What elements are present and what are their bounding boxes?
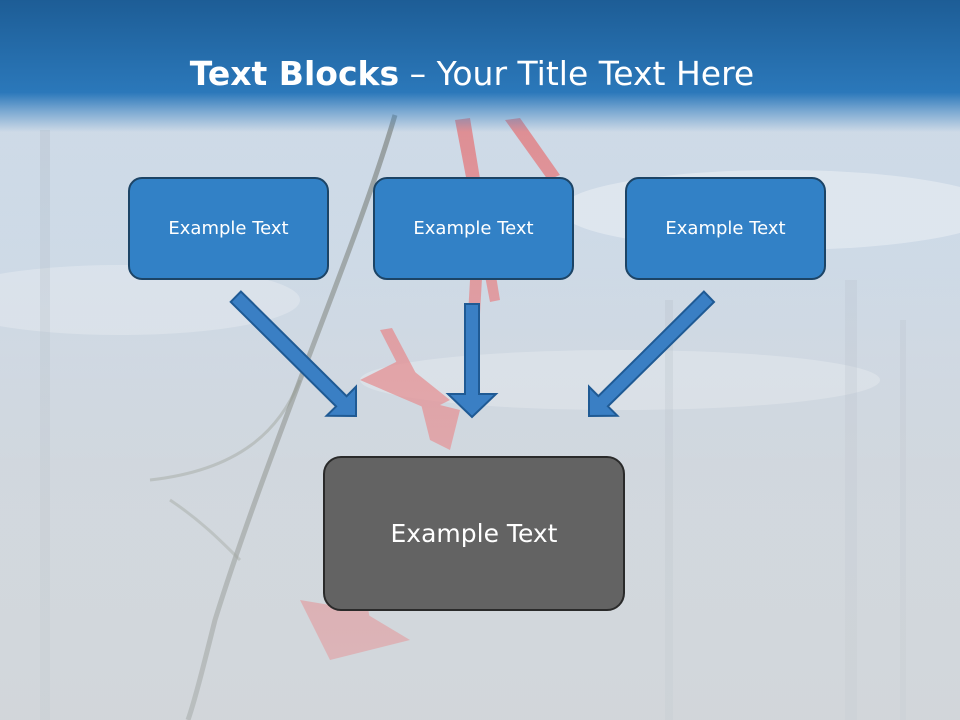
title-dash: –	[409, 54, 427, 93]
text-block-middle[interactable]: Example Text	[373, 177, 574, 280]
text-block-right[interactable]: Example Text	[625, 177, 826, 280]
text-block-bottom-label: Example Text	[390, 519, 558, 548]
text-block-bottom[interactable]: Example Text	[323, 456, 625, 611]
title-band	[0, 0, 960, 132]
text-block-left[interactable]: Example Text	[128, 177, 329, 280]
arrow-right	[588, 290, 716, 418]
title-bold: Text Blocks	[189, 54, 400, 93]
slide-title: Text Blocks – Your Title Text Here	[0, 52, 944, 96]
text-block-middle-label: Example Text	[413, 218, 534, 239]
arrow-left	[229, 290, 357, 418]
text-block-left-label: Example Text	[168, 218, 289, 239]
arrow-middle	[445, 303, 499, 419]
text-block-right-label: Example Text	[665, 218, 786, 239]
title-rest: Your Title Text Here	[436, 54, 755, 93]
